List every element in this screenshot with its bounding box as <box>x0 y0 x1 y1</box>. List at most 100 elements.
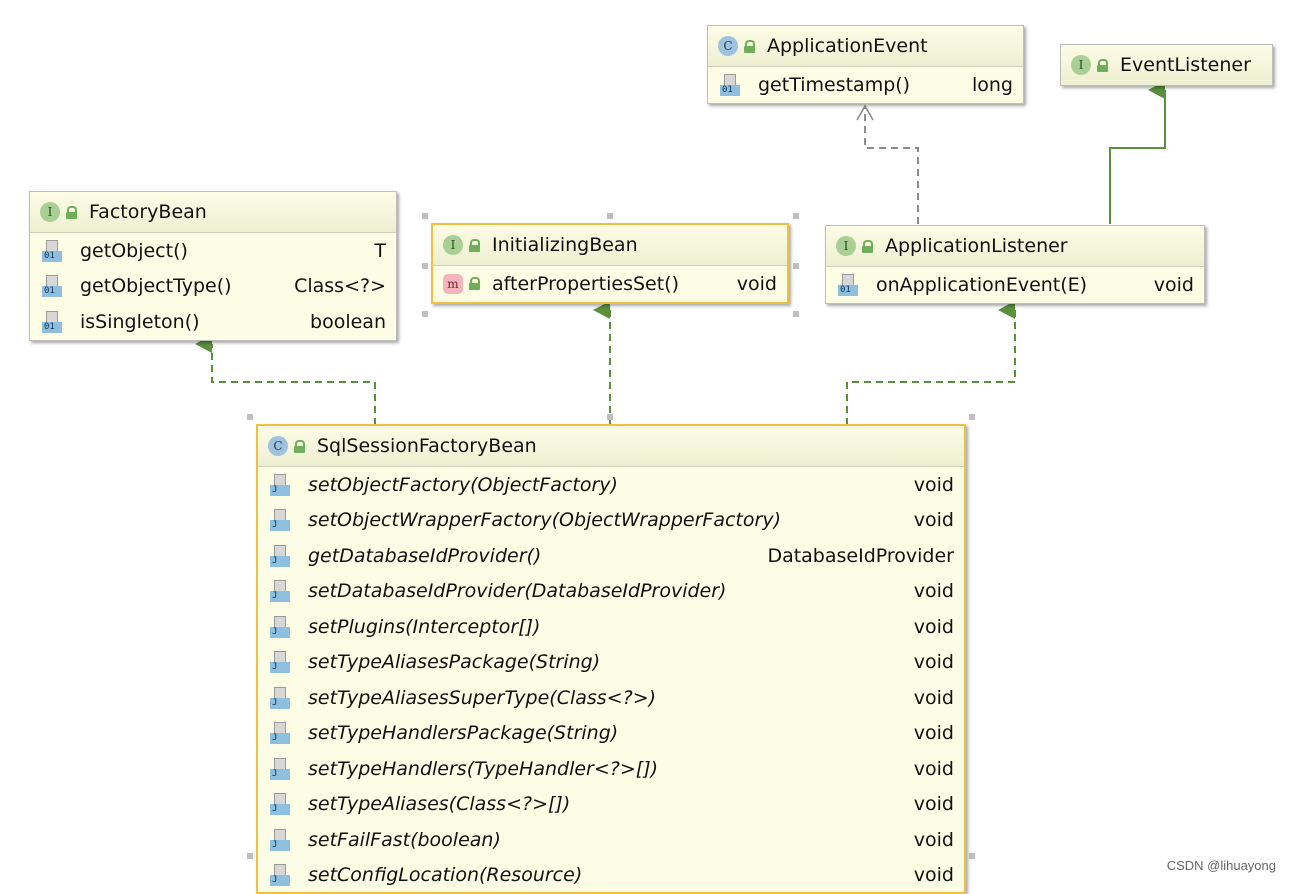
member-type: void <box>913 828 954 851</box>
member-name: getObject() <box>80 239 188 262</box>
member-name: setTypeAliases(Class<?>[]) <box>308 793 571 816</box>
method-icon: J <box>268 473 290 496</box>
member-name: setConfigLocation(Resource) <box>308 864 583 887</box>
selection-handle[interactable] <box>247 414 253 420</box>
member-name: setObjectFactory(ObjectFactory) <box>308 473 618 496</box>
method-icon: J <box>268 651 290 674</box>
member-type: T <box>374 239 386 262</box>
method-icon: J <box>268 544 290 567</box>
public-lock-icon <box>469 238 480 252</box>
member-type: boolean <box>310 310 386 333</box>
interface-icon: I <box>836 236 856 256</box>
class-application-event[interactable]: C ApplicationEvent 01 getTimestamp() lon… <box>707 25 1024 104</box>
member-name: setTypeAliasesPackage(String) <box>308 651 601 674</box>
method-icon: 01 <box>718 73 740 96</box>
node-header[interactable]: C SqlSessionFactoryBean <box>258 426 964 467</box>
node-header[interactable]: I EventListener <box>1061 45 1272 85</box>
public-lock-icon <box>744 39 755 53</box>
public-lock-icon <box>1097 58 1108 72</box>
interface-event-listener[interactable]: I EventListener <box>1060 44 1273 86</box>
member-type: long <box>971 73 1013 96</box>
member-name: getDatabaseIdProvider() <box>308 544 542 567</box>
node-title: ApplicationEvent <box>767 35 928 57</box>
method-icon: J <box>268 828 290 851</box>
selection-handle[interactable] <box>793 311 799 317</box>
node-header[interactable]: I InitializingBean <box>433 225 787 266</box>
member-name: setTypeAliasesSuperType(Class<?>) <box>308 686 657 709</box>
member-name: getTimestamp() <box>758 73 911 96</box>
watermark: CSDN @lihuayong <box>1166 858 1276 873</box>
member-type: void <box>913 686 954 709</box>
selection-handle[interactable] <box>969 853 975 859</box>
method-icon: 01 <box>40 275 62 298</box>
public-lock-icon <box>66 205 77 219</box>
method-icon: J <box>268 686 290 709</box>
interface-application-listener[interactable]: I ApplicationListener 01 onApplicationEv… <box>825 225 1205 304</box>
interface-icon: I <box>40 202 60 222</box>
member-name: setFailFast(boolean) <box>308 828 501 851</box>
member-row[interactable]: 01 getObjectType() Class<?> <box>30 269 396 305</box>
edge-sql-implements-factorybean <box>195 335 376 425</box>
edge-dependency-arrowhead <box>856 104 874 121</box>
member-type: void <box>736 272 777 295</box>
method-icon: J <box>268 757 290 780</box>
node-title: SqlSessionFactoryBean <box>317 435 537 457</box>
edge-applicationlistener-extends-eventlistener <box>1109 81 1166 224</box>
selection-handle[interactable] <box>422 263 428 269</box>
member-row[interactable]: m afterPropertiesSet() void <box>433 266 787 302</box>
interface-factory-bean[interactable]: I FactoryBean 01 getObject() T 01 getObj… <box>29 191 397 341</box>
member-row[interactable]: 01 getTimestamp() long <box>708 67 1023 103</box>
selection-handle[interactable] <box>793 263 799 269</box>
interface-icon: I <box>443 235 463 255</box>
method-icon: J <box>268 509 290 532</box>
selection-handle[interactable] <box>247 853 253 859</box>
member-type: void <box>913 722 954 745</box>
selection-handle[interactable] <box>607 213 613 219</box>
member-row[interactable]: 01 isSingleton() boolean <box>30 304 396 340</box>
member-type: void <box>913 615 954 638</box>
node-header[interactable]: I FactoryBean <box>30 192 396 233</box>
node-header[interactable]: I ApplicationListener <box>826 226 1204 267</box>
selection-handle[interactable] <box>607 414 613 420</box>
interface-initializing-bean[interactable]: I InitializingBean m afterPropertiesSet(… <box>431 223 789 304</box>
member-name: setDatabaseIdProvider(DatabaseIdProvider… <box>308 580 727 603</box>
selection-handle[interactable] <box>422 213 428 219</box>
interface-icon: I <box>1071 55 1091 75</box>
public-lock-icon <box>294 439 305 453</box>
member-type: void <box>913 580 954 603</box>
method-icon: J <box>268 580 290 603</box>
member-name: onApplicationEvent(E) <box>876 273 1088 296</box>
selection-handle[interactable] <box>969 414 975 420</box>
member-type: void <box>913 651 954 674</box>
node-title: ApplicationListener <box>885 235 1068 257</box>
member-name: afterPropertiesSet() <box>492 272 679 295</box>
public-lock-icon <box>862 239 873 253</box>
abstract-method-icon: m <box>443 273 463 294</box>
member-row[interactable]: 01 onApplicationEvent(E) void <box>826 267 1204 303</box>
node-title: EventListener <box>1120 54 1251 76</box>
method-icon: J <box>268 793 290 816</box>
method-icon: 01 <box>40 239 62 262</box>
node-header[interactable]: C ApplicationEvent <box>708 26 1023 67</box>
member-name: getObjectType() <box>80 275 232 298</box>
member-row[interactable]: 01 getObject() T <box>30 233 396 269</box>
selection-handle[interactable] <box>422 311 428 317</box>
member-type: void <box>913 793 954 816</box>
selection-handle[interactable] <box>793 213 799 219</box>
member-name: setTypeHandlers(TypeHandler<?>[]) <box>308 757 659 780</box>
member-name: setObjectWrapperFactory(ObjectWrapperFac… <box>308 509 781 532</box>
